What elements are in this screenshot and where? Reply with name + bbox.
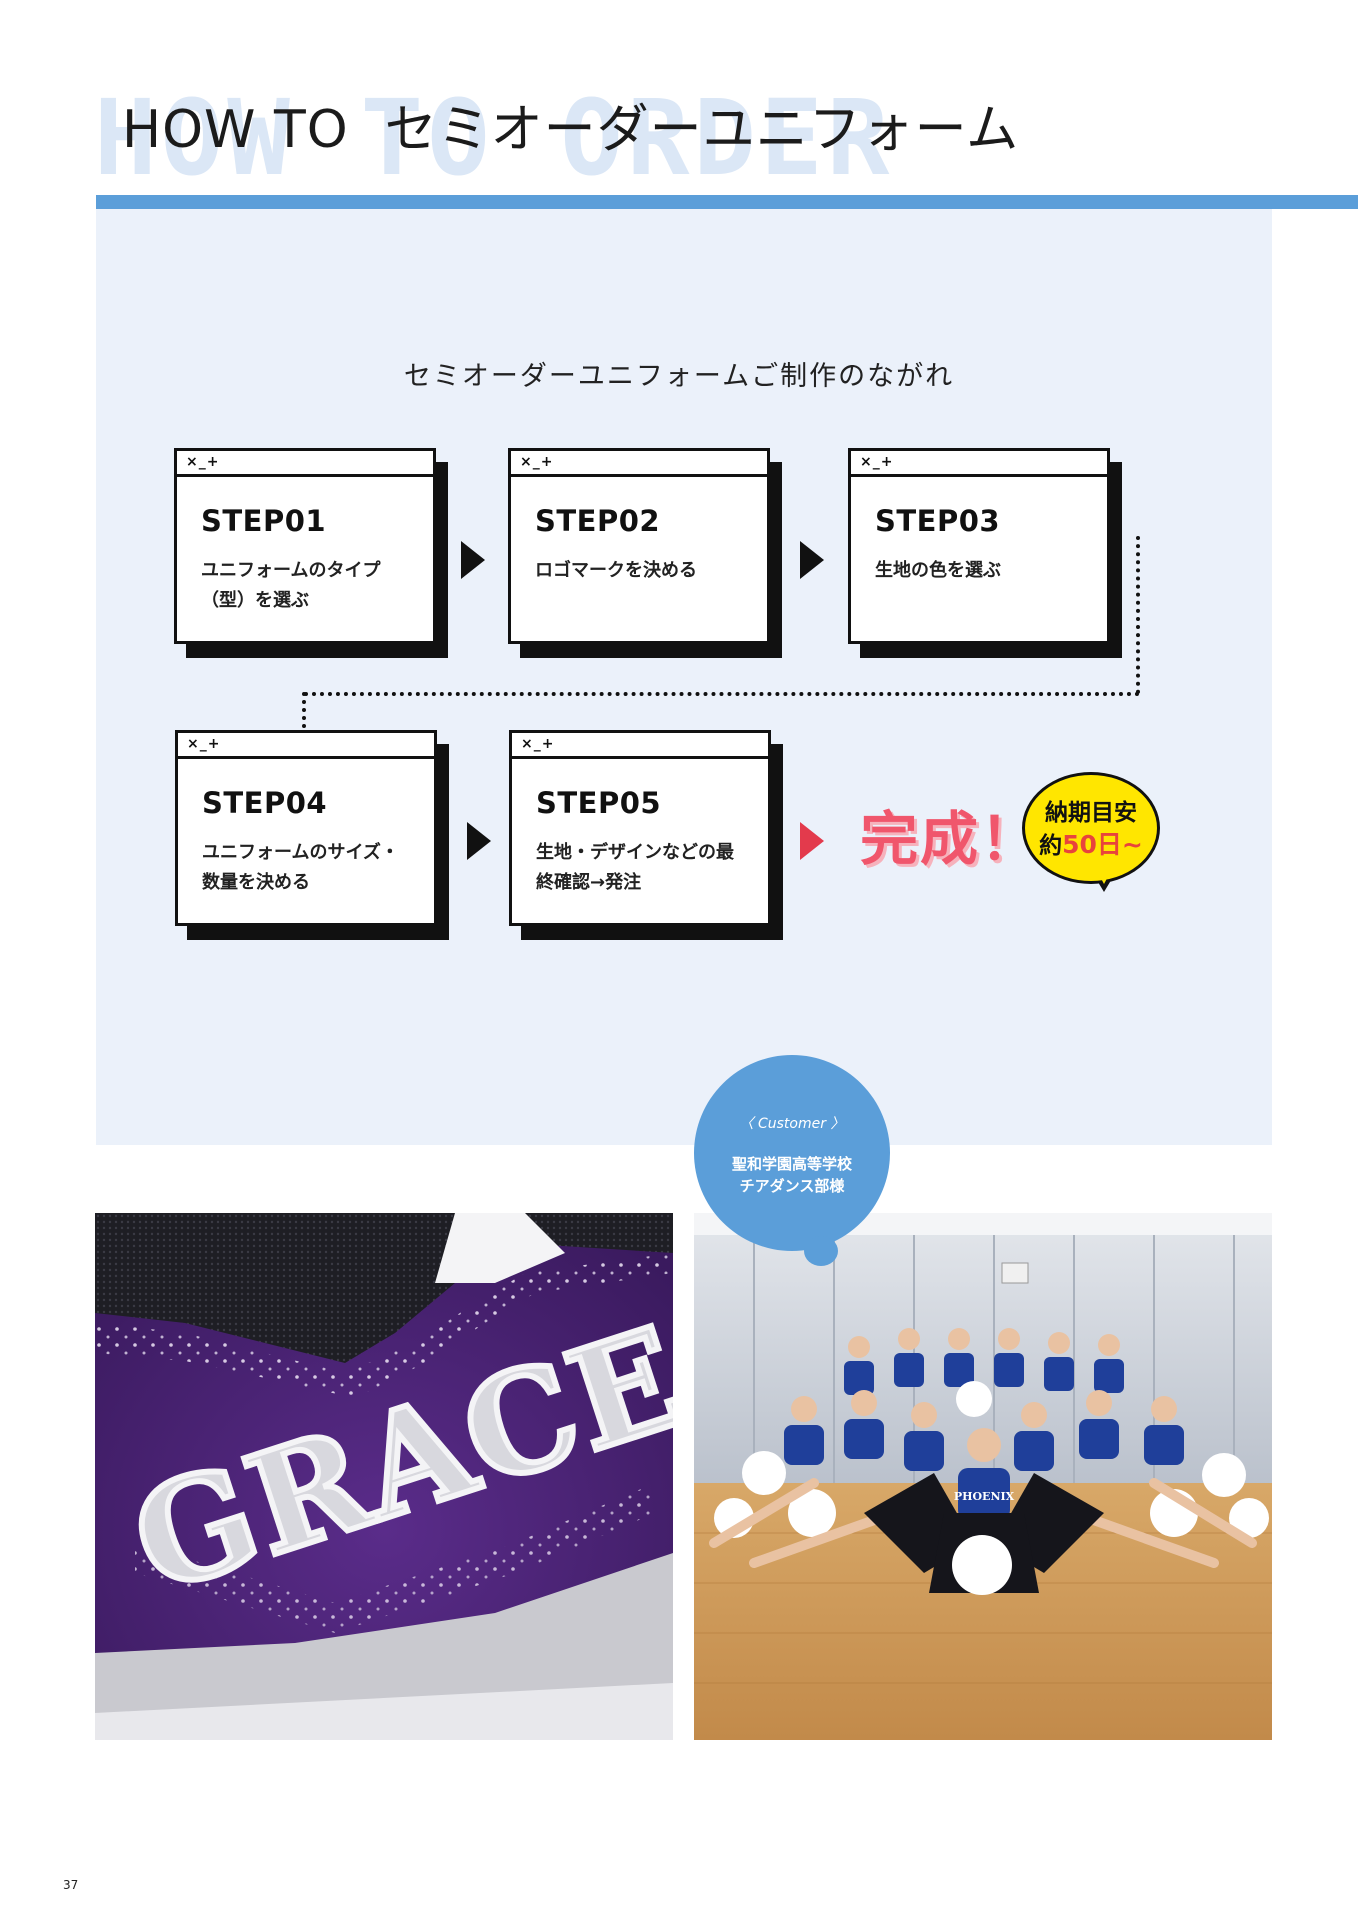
step-card-4: ×_+ STEP04 ユニフォームのサイズ・ 数量を決める bbox=[175, 730, 449, 940]
header-background-word: HOW TO ORDER bbox=[94, 77, 894, 199]
step-card-2: ×_+ STEP02 ロゴマークを決める bbox=[508, 448, 782, 658]
lead-time-value: 約50日~ bbox=[1039, 830, 1143, 859]
lead-time-label: 納期目安 bbox=[1045, 800, 1137, 826]
page-title-en: HOW TO bbox=[122, 100, 349, 160]
window-controls: ×_+ bbox=[178, 733, 434, 759]
customer-badge-tail bbox=[804, 1236, 838, 1266]
customer-badge: 〈 Customer 〉 聖和学園高等学校 チアダンス部様 bbox=[694, 1055, 890, 1251]
step-description: ユニフォームのタイプ （型）を選ぶ bbox=[201, 560, 381, 611]
step-description: ロゴマークを決める bbox=[535, 560, 697, 581]
flow-connector bbox=[304, 692, 1140, 696]
flow-connector bbox=[1136, 536, 1140, 694]
step-card-3: ×_+ STEP03 生地の色を選ぶ bbox=[848, 448, 1122, 658]
step-card-5: ×_+ STEP05 生地・デザインなどの最 終確認→発注 bbox=[509, 730, 783, 940]
flow-heading: セミオーダーユニフォームご制作のながれ bbox=[403, 361, 955, 392]
flow-connector bbox=[302, 692, 306, 728]
arrow-right-red-icon bbox=[800, 822, 824, 860]
customer-team: チアダンス部様 bbox=[739, 1177, 845, 1195]
step-label: STEP02 bbox=[535, 504, 661, 538]
step-label: STEP04 bbox=[202, 786, 328, 820]
arrow-right-icon bbox=[800, 541, 824, 579]
flow-panel bbox=[96, 209, 1272, 1145]
team-jersey-lettering: PHOENIX bbox=[954, 1490, 1015, 1503]
step-description: ユニフォームのサイズ・ 数量を決める bbox=[202, 842, 399, 893]
window-controls: ×_+ bbox=[511, 451, 767, 477]
uniform-photo: GRACE bbox=[95, 1213, 673, 1740]
window-controls: ×_+ bbox=[177, 451, 433, 477]
step-label: STEP03 bbox=[875, 504, 1001, 538]
customer-name: 聖和学園高等学校 bbox=[731, 1155, 852, 1173]
arrow-right-icon bbox=[461, 541, 485, 579]
window-controls: ×_+ bbox=[512, 733, 768, 759]
arrow-right-icon bbox=[467, 822, 491, 860]
page-number: 37 bbox=[63, 1878, 79, 1892]
step-description: 生地・デザインなどの最 終確認→発注 bbox=[536, 842, 734, 893]
uniform-illustration: GRACE bbox=[95, 1213, 673, 1740]
page-title-jp: セミオーダーユニフォーム bbox=[384, 100, 1020, 160]
step-description: 生地の色を選ぶ bbox=[875, 560, 1001, 581]
step-label: STEP05 bbox=[536, 786, 662, 820]
complete-label: 完成！ bbox=[860, 805, 1041, 873]
step-label: STEP01 bbox=[201, 504, 327, 538]
step-card-1: ×_+ STEP01 ユニフォームのタイプ （型）を選ぶ bbox=[174, 448, 448, 658]
team-illustration: PHOENIX bbox=[694, 1213, 1272, 1740]
lead-time-bubble: 納期目安 約50日~ bbox=[1022, 772, 1160, 892]
team-photo: PHOENIX bbox=[694, 1213, 1272, 1740]
window-controls: ×_+ bbox=[851, 451, 1107, 477]
header-rule bbox=[96, 195, 1358, 209]
customer-label: 〈 Customer 〉 bbox=[739, 1116, 845, 1132]
